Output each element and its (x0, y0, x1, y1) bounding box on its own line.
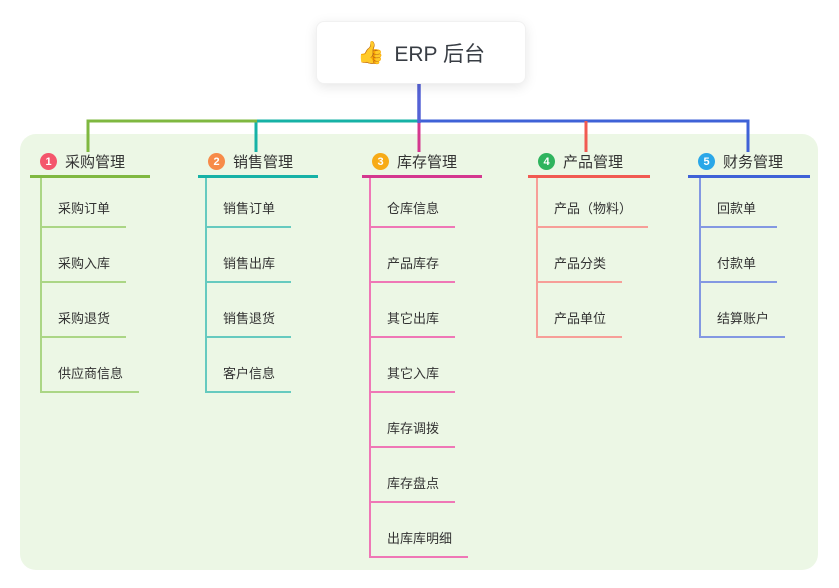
child-node[interactable]: 销售订单 (207, 178, 292, 228)
branch-title: 产品管理 (563, 154, 624, 171)
child-node[interactable]: 销售退货 (207, 283, 292, 338)
child-node-label: 库存调拨 (387, 421, 440, 436)
branch-purchase: 1 采购管理 采购订单 采购入库 采购退货 供应商信息 (30, 148, 150, 393)
child-node-label: 销售出库 (223, 256, 276, 271)
child-node[interactable]: 产品库存 (371, 228, 456, 283)
child-node[interactable]: 库存调拨 (371, 393, 456, 448)
child-node-label: 采购入库 (58, 256, 111, 271)
child-node-label: 客户信息 (223, 366, 276, 381)
thumbs-up-icon: 👍 (356, 39, 385, 65)
child-node-label: 出库库明细 (387, 531, 453, 546)
branches-background-panel (20, 134, 818, 570)
branch-title: 采购管理 (65, 154, 126, 171)
child-node[interactable]: 库存盘点 (371, 448, 456, 503)
child-node[interactable]: 采购退货 (42, 283, 127, 338)
branch-title: 财务管理 (723, 154, 784, 171)
child-node[interactable]: 采购入库 (42, 228, 127, 283)
branch-number-badge: 3 (372, 153, 389, 170)
branch-node-sales[interactable]: 2 销售管理 (198, 148, 318, 178)
child-node-label: 产品单位 (554, 311, 607, 326)
child-node-label: 销售订单 (223, 201, 276, 216)
child-node[interactable]: 回款单 (701, 178, 777, 228)
branch-number-badge: 4 (538, 153, 555, 170)
branch-title: 销售管理 (233, 154, 294, 171)
child-node-label: 产品分类 (554, 256, 607, 271)
child-node-label: 库存盘点 (387, 476, 440, 491)
child-node-label: 采购退货 (58, 311, 111, 326)
branch-node-product[interactable]: 4 产品管理 (528, 148, 650, 178)
child-node-label: 产品（物料） (554, 201, 633, 216)
root-node-title: ERP 后台 (394, 42, 486, 66)
child-node[interactable]: 销售出库 (207, 228, 292, 283)
child-node-label: 供应商信息 (58, 366, 124, 381)
child-node-label: 其它出库 (387, 311, 440, 326)
branch-inventory-children: 仓库信息 产品库存 其它出库 其它入库 库存调拨 库存盘点 出库库明细 (369, 178, 469, 558)
branch-sales-children: 销售订单 销售出库 销售退货 客户信息 (205, 178, 292, 393)
child-node[interactable]: 付款单 (701, 228, 777, 283)
child-node-label: 销售退货 (223, 311, 276, 326)
child-node-label: 付款单 (717, 256, 757, 271)
branch-finance: 5 财务管理 回款单 付款单 结算账户 (688, 148, 810, 338)
branch-node-inventory[interactable]: 3 库存管理 (362, 148, 482, 178)
child-node[interactable]: 结算账户 (701, 283, 786, 338)
child-node-label: 回款单 (717, 201, 757, 216)
child-node[interactable]: 其它入库 (371, 338, 456, 393)
child-node-label: 结算账户 (717, 311, 770, 326)
child-node[interactable]: 产品单位 (538, 283, 623, 338)
branch-finance-children: 回款单 付款单 结算账户 (699, 178, 786, 338)
child-node-label: 其它入库 (387, 366, 440, 381)
child-node[interactable]: 产品（物料） (538, 178, 649, 228)
child-node-label: 采购订单 (58, 201, 111, 216)
child-node[interactable]: 供应商信息 (42, 338, 140, 393)
branch-node-finance[interactable]: 5 财务管理 (688, 148, 810, 178)
child-node-label: 仓库信息 (387, 201, 440, 216)
branch-node-purchase[interactable]: 1 采购管理 (30, 148, 150, 178)
branch-product: 4 产品管理 产品（物料） 产品分类 产品单位 (528, 148, 650, 338)
branch-inventory: 3 库存管理 仓库信息 产品库存 其它出库 其它入库 库存调拨 库存盘点 出库库… (362, 148, 482, 558)
child-node[interactable]: 产品分类 (538, 228, 623, 283)
branch-number-badge: 2 (208, 153, 225, 170)
child-node[interactable]: 出库库明细 (371, 503, 469, 558)
child-node[interactable]: 采购订单 (42, 178, 127, 228)
branch-title: 库存管理 (397, 154, 458, 171)
child-node[interactable]: 客户信息 (207, 338, 292, 393)
root-node[interactable]: 👍 ERP 后台 (316, 21, 526, 84)
branch-sales: 2 销售管理 销售订单 销售出库 销售退货 客户信息 (198, 148, 318, 393)
child-node[interactable]: 仓库信息 (371, 178, 456, 228)
branch-number-badge: 5 (698, 153, 715, 170)
branch-purchase-children: 采购订单 采购入库 采购退货 供应商信息 (40, 178, 140, 393)
child-node[interactable]: 其它出库 (371, 283, 456, 338)
child-node-label: 产品库存 (387, 256, 440, 271)
branch-product-children: 产品（物料） 产品分类 产品单位 (536, 178, 649, 338)
branch-number-badge: 1 (40, 153, 57, 170)
